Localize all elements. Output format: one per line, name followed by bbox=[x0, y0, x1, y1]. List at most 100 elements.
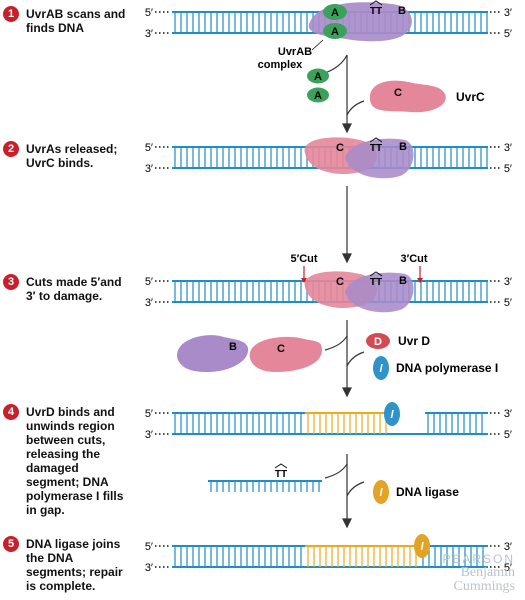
new-dna-base-pairs-row4 bbox=[307, 413, 387, 434]
step-1-text: UvrAB scans and finds DNA bbox=[26, 7, 126, 35]
dna-polymerase-icon-label: l bbox=[379, 363, 383, 375]
dna-end-label-row2-2: 3′ bbox=[504, 142, 512, 154]
new-dna-base-pairs-row5 bbox=[307, 546, 417, 567]
uvrc-blob-free bbox=[369, 80, 446, 113]
dna-ligase-on-dna bbox=[414, 534, 430, 558]
cut-3prime-arrow-head bbox=[417, 278, 423, 283]
dna-end-label-row1-0: 5′ bbox=[145, 7, 153, 19]
lesion-caret-row2 bbox=[369, 137, 383, 143]
flow-arrow-1-join bbox=[346, 100, 365, 116]
uvra-label-top-row1: A bbox=[331, 7, 339, 19]
publisher-credit: PEARSON Benjamin Cummings bbox=[442, 552, 515, 594]
step-3-badge: 3 bbox=[3, 274, 19, 290]
lesion-label-row1: TT bbox=[370, 6, 382, 17]
uvrb-label-row2: B bbox=[399, 141, 407, 153]
uvrd-icon-label: D bbox=[374, 336, 382, 348]
flow-arrow-4-head bbox=[342, 518, 352, 529]
flow-arrow-3-branch bbox=[324, 335, 348, 351]
lesion-label-row2: TT bbox=[370, 143, 382, 154]
dna-ligase-icon-label: l bbox=[379, 487, 383, 499]
flow-arrow-1-branch bbox=[324, 54, 348, 74]
publisher-name: PEARSON bbox=[442, 552, 515, 566]
dna-end-label-row4-3: 5′ bbox=[504, 429, 512, 441]
released-uvra-1 bbox=[307, 68, 329, 84]
dna-ligase-icon bbox=[373, 480, 389, 504]
flow-arrow-1-head bbox=[342, 123, 352, 134]
step-5-text: DNA ligase joins the DNA segments; repai… bbox=[26, 537, 123, 593]
flow-arrow-3-join bbox=[346, 351, 365, 367]
step-2-text: UvrAs released; UvrC binds. bbox=[26, 142, 118, 170]
released-uvra-2 bbox=[307, 87, 329, 103]
dna-ligase-on-dna-label: l bbox=[420, 541, 424, 553]
dna-end-label-row2-3: 5′ bbox=[504, 163, 512, 175]
uvrd-name-label: Uvr D bbox=[398, 334, 430, 348]
imprint-line-1: Benjamin bbox=[460, 565, 515, 580]
uvrb-blob-row2 bbox=[345, 138, 414, 179]
dna-ligase-name-label: DNA ligase bbox=[396, 485, 459, 499]
uvrc-label-row2: C bbox=[336, 142, 344, 154]
dna-end-label-row5-2: 3′ bbox=[504, 541, 512, 553]
excised-lesion-caret bbox=[274, 463, 288, 469]
dna-end-label-row4-2: 3′ bbox=[504, 408, 512, 420]
released-uvrc-label: C bbox=[277, 343, 285, 355]
uvrab-leader bbox=[311, 39, 324, 51]
released-uvrc bbox=[249, 336, 322, 372]
dna-end-label-row3-3: 5′ bbox=[504, 297, 512, 309]
dna-end-label-row1-2: 3′ bbox=[504, 7, 512, 19]
flow-arrow-4-join bbox=[346, 481, 365, 497]
dna-end-label-row4-0: 5′ bbox=[145, 408, 153, 420]
excised-fragment-bases bbox=[210, 481, 320, 492]
uvrb-blob-row1 bbox=[308, 2, 412, 42]
released-uvrb bbox=[177, 335, 249, 372]
dna-end-label-row3-0: 5′ bbox=[145, 276, 153, 288]
step-1-badge: 1 bbox=[3, 6, 19, 22]
uvrb-label-row1: B bbox=[398, 5, 406, 17]
dna-end-label-row2-0: 5′ bbox=[145, 142, 153, 154]
dna-polymerase-name-label: DNA polymerase I bbox=[396, 361, 498, 375]
released-uvra-label-2: A bbox=[314, 90, 322, 102]
lesion-caret-row1 bbox=[369, 0, 383, 6]
uvrc-label-free: C bbox=[394, 87, 402, 99]
uvrb-label-row3: B bbox=[399, 275, 407, 287]
dna-base-pairs-left-row5 bbox=[174, 546, 302, 567]
uvra-blob-bottom-row1 bbox=[323, 23, 347, 39]
uvrc-name-label: UvrC bbox=[456, 90, 485, 104]
step-3-text: Cuts made 5′and 3′ to damage. bbox=[26, 275, 122, 303]
flow-arrows bbox=[324, 54, 365, 529]
dna-end-label-row3-2: 3′ bbox=[504, 276, 512, 288]
cut-5prime-arrow-head bbox=[301, 278, 307, 283]
released-uvra-label-1: A bbox=[314, 71, 322, 83]
dna-base-pairs-left-row4 bbox=[174, 413, 302, 434]
lesion-label-row3: TT bbox=[370, 277, 382, 288]
step-4-badge: 4 bbox=[3, 404, 19, 420]
lesion-caret-row3 bbox=[369, 271, 383, 277]
dna-end-label-row4-1: 3′ bbox=[145, 429, 153, 441]
dna-end-label-row5-1: 3′ bbox=[145, 562, 153, 574]
flow-arrow-2-head bbox=[342, 253, 352, 264]
dna-end-label-row1-1: 3′ bbox=[145, 28, 153, 40]
uvra-blob-top-row1 bbox=[323, 4, 347, 20]
dna-end-label-row5-3: 5′ bbox=[504, 562, 512, 574]
step-4-text: UvrD binds and unwinds region between cu… bbox=[26, 405, 124, 517]
released-uvrb-label: B bbox=[229, 341, 237, 353]
uvrc-label-row3: C bbox=[336, 276, 344, 288]
cut-3prime-label: 3′Cut bbox=[400, 253, 427, 265]
dna-end-label-row2-1: 3′ bbox=[145, 163, 153, 175]
uvrab-complex-label-2: complex bbox=[258, 59, 304, 71]
uvrab-complex-label-1: UvrAB bbox=[278, 46, 312, 58]
dna-polymerase-on-dna-label: l bbox=[390, 409, 394, 421]
uvrd-icon bbox=[366, 333, 390, 349]
cut-5prime-label: 5′Cut bbox=[290, 253, 317, 265]
imprint-line-2: Cummings bbox=[453, 579, 515, 594]
dna-end-label-row1-3: 5′ bbox=[504, 28, 512, 40]
uvrb-blob-row3 bbox=[345, 272, 414, 313]
excised-lesion-label: TT bbox=[275, 469, 287, 480]
dna-polymerase-on-dna bbox=[384, 402, 400, 426]
dna-base-pairs-right-row4 bbox=[427, 413, 483, 434]
dna-end-label-row5-0: 5′ bbox=[145, 541, 153, 553]
step-2-badge: 2 bbox=[3, 141, 19, 157]
dna-end-label-row3-1: 3′ bbox=[145, 297, 153, 309]
step-5-badge: 5 bbox=[3, 536, 19, 552]
uvra-label-bottom-row1: A bbox=[331, 26, 339, 38]
dna-polymerase-icon bbox=[373, 356, 389, 380]
